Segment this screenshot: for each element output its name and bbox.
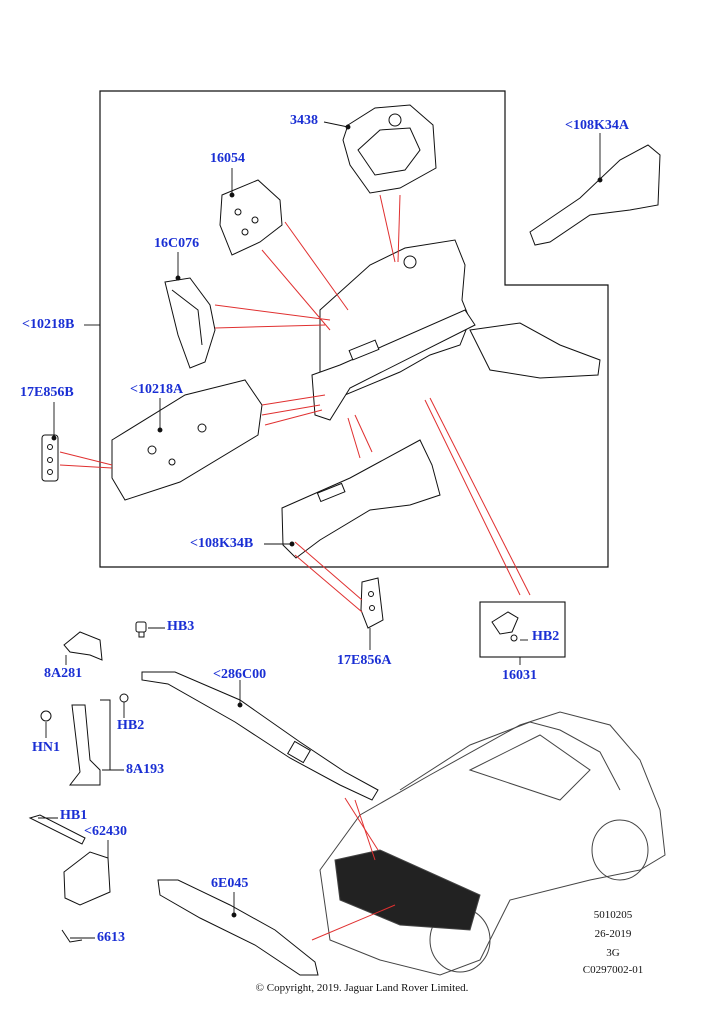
part-286C00 [141,671,379,801]
part-front-structure [311,239,601,421]
part-17E856B [41,434,59,482]
part-108K34B [281,439,441,559]
sub-assembly-box-16031 [479,601,566,658]
callout-leaders [38,121,603,939]
diagram-code: 5010205 [593,909,633,921]
part-HB2-bolt [119,693,129,703]
part-6613 [61,929,83,943]
part-6E045 [157,879,319,976]
callout-HN1[interactable]: HN1 [32,740,60,755]
assembly-group-outline [99,90,609,568]
part-10218A [111,379,263,501]
part-17E856A [360,577,384,629]
leader-lines [59,194,531,941]
part-16054 [219,179,283,256]
callout-10218A[interactable]: <10218A [130,382,184,397]
callout-HB2[interactable]: HB2 [117,718,145,733]
part-HB1 [28,814,86,845]
callout-6613[interactable]: 6613 [97,930,125,945]
callout-10218B[interactable]: <10218B [22,317,75,332]
diagram-reference: C0297002-01 [582,964,644,976]
part-108K34A [529,144,661,246]
callout-HB3[interactable]: HB3 [167,619,195,634]
part-16031 [491,611,519,642]
callout-HB1[interactable]: HB1 [60,808,88,823]
part-16C076 [164,277,216,369]
part-3438 [342,104,437,194]
callout-17E856A[interactable]: 17E856A [337,653,392,668]
callout-3438[interactable]: 3438 [290,113,318,128]
callout-6E045[interactable]: 6E045 [211,876,249,891]
callout-16031[interactable]: 16031 [502,668,537,683]
callout-8A281[interactable]: 8A281 [44,666,83,681]
callout-17E856B[interactable]: 17E856B [20,385,74,400]
copyright-notice: © Copyright, 2019. Jaguar Land Rover Lim… [255,982,469,994]
part-HN1 [40,710,52,722]
callout-62430[interactable]: <62430 [84,824,127,839]
callout-16054[interactable]: 16054 [210,151,245,166]
part-HB3 [135,621,147,638]
callout-HB2-sub[interactable]: HB2 [532,629,560,644]
callout-16C076[interactable]: 16C076 [154,236,200,251]
diagram-revision: 3G [606,947,620,959]
part-8A193 [68,699,111,786]
callout-108K34B[interactable]: <108K34B [190,536,254,551]
callout-108K34A[interactable]: <108K34A [565,118,629,133]
part-8A281 [63,631,103,661]
callout-286C00[interactable]: <286C00 [213,667,267,682]
vehicle-outline [319,711,666,976]
callout-8A193[interactable]: 8A193 [126,762,165,777]
diagram-date: 26-2019 [594,928,632,940]
part-62430 [63,851,111,906]
